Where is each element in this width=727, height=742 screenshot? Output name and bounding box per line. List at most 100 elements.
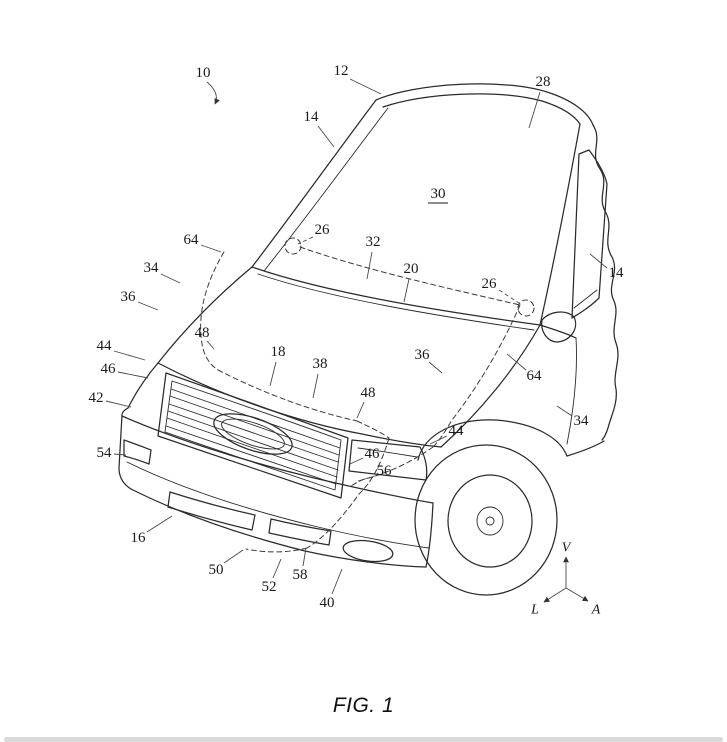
ref-label-16: 16 — [131, 530, 147, 546]
seam-bumper-center — [306, 420, 390, 549]
leader-line-38 — [312, 373, 319, 399]
seam-circle-right — [517, 299, 535, 317]
ref-label-64: 64 — [184, 232, 200, 248]
leader-line-34 — [556, 405, 573, 417]
leader-line-28 — [528, 91, 541, 129]
leader-line-58 — [302, 547, 307, 567]
body-side-line — [539, 324, 577, 339]
ref-label-48: 48 — [195, 325, 210, 341]
ref-label-36: 36 — [121, 289, 137, 305]
leader-line-46 — [349, 457, 364, 465]
hood-left-edge — [157, 266, 253, 364]
leader-line-36 — [428, 361, 443, 374]
leader-line-26 — [498, 289, 523, 306]
roof-top-line — [375, 83, 594, 126]
leader-line-36 — [137, 301, 159, 311]
ref-label-54: 54 — [97, 445, 113, 461]
grille-inner — [164, 380, 342, 491]
seam-bumper-bottom — [245, 547, 308, 553]
windshield-base — [251, 266, 541, 326]
ref-label-34: 34 — [574, 413, 590, 429]
torn-right-edge — [592, 124, 619, 441]
leader-line-18 — [269, 361, 277, 387]
ref-label-10: 10 — [196, 65, 211, 81]
ref-label-48: 48 — [361, 385, 376, 401]
ref-label-46: 46 — [101, 361, 117, 377]
bumper-step-line — [126, 461, 430, 549]
leader-line-32 — [366, 251, 373, 280]
seam-hood-right — [432, 304, 521, 448]
wheel-hub-center — [485, 516, 495, 526]
wheel-hub — [476, 506, 504, 536]
ref-label-20: 20 — [404, 261, 419, 277]
ref-label-58: 58 — [293, 567, 308, 583]
side-window-divider — [573, 289, 598, 309]
bumper-right-edge — [425, 502, 434, 568]
grille-slat-2 — [169, 395, 340, 456]
leader-line-10 — [206, 81, 220, 105]
leader-line-44 — [429, 435, 448, 445]
side-mirror — [541, 311, 577, 343]
truck-drawing — [118, 83, 619, 596]
leader-line-52 — [272, 558, 282, 579]
tire-outer — [414, 444, 558, 596]
ref-label-34: 34 — [144, 260, 160, 276]
hood-right-edge — [440, 324, 541, 448]
ref-label-40: 40 — [320, 595, 335, 611]
ref-label-38: 38 — [313, 356, 328, 372]
seam-lines — [200, 237, 535, 553]
ref-label-26: 26 — [315, 222, 331, 238]
ref-label-46: 46 — [365, 446, 381, 462]
a-pillar-inner — [263, 107, 389, 272]
cowl-line — [257, 273, 535, 331]
grille-outer — [157, 372, 349, 499]
leader-line-14 — [317, 125, 335, 148]
ref-label-32: 32 — [366, 234, 381, 250]
grille-slat-6 — [165, 425, 337, 485]
leader-line-34 — [160, 273, 181, 284]
leader-line-12 — [349, 78, 382, 95]
leader-line-54 — [113, 453, 127, 456]
ref-label-42: 42 — [89, 390, 104, 406]
ref-label-44: 44 — [449, 423, 465, 439]
emblem-oval-outer — [213, 413, 293, 455]
leader-line-16 — [146, 515, 173, 533]
leader-line-26 — [297, 236, 314, 245]
bumper-left-end — [118, 407, 132, 490]
left-fender-edge — [127, 362, 159, 409]
seam-hood-left — [200, 251, 225, 371]
ref-label-14: 14 — [609, 265, 625, 281]
ref-label-30: 30 — [431, 186, 446, 202]
headlight-inner-line — [357, 447, 418, 458]
axis-arrow-L — [543, 587, 567, 603]
ref-label-64: 64 — [527, 368, 543, 384]
emblem-oval-inner — [221, 418, 285, 450]
leader-line-48 — [206, 340, 215, 350]
a-pillar-outer — [251, 99, 377, 268]
roof-front-line — [382, 93, 581, 125]
leader-line-50 — [223, 549, 244, 564]
leader-line-48 — [356, 401, 365, 419]
leader-line-40 — [331, 568, 343, 595]
bumper-slot-1 — [167, 491, 256, 531]
fog-lamp — [342, 539, 394, 563]
bumper-top-edge — [121, 415, 434, 504]
leader-line-56 — [357, 475, 376, 482]
wheel-rim — [447, 474, 533, 568]
grille-slat-3 — [168, 403, 339, 463]
grille-slat-5 — [166, 417, 338, 478]
leader-line-44 — [113, 350, 146, 361]
wheel-arch — [417, 419, 568, 461]
leader-line-20 — [403, 278, 410, 303]
ref-label-28: 28 — [536, 74, 551, 90]
ref-label-44: 44 — [97, 338, 113, 354]
axis-label-A: A — [591, 603, 601, 618]
bumper-slot-2 — [268, 518, 332, 546]
ref-label-26: 26 — [482, 276, 498, 292]
grille-slat-4 — [167, 410, 339, 471]
seam-hood-front — [217, 369, 358, 422]
leader-line-14 — [589, 253, 608, 269]
leader-line-46 — [117, 371, 149, 379]
